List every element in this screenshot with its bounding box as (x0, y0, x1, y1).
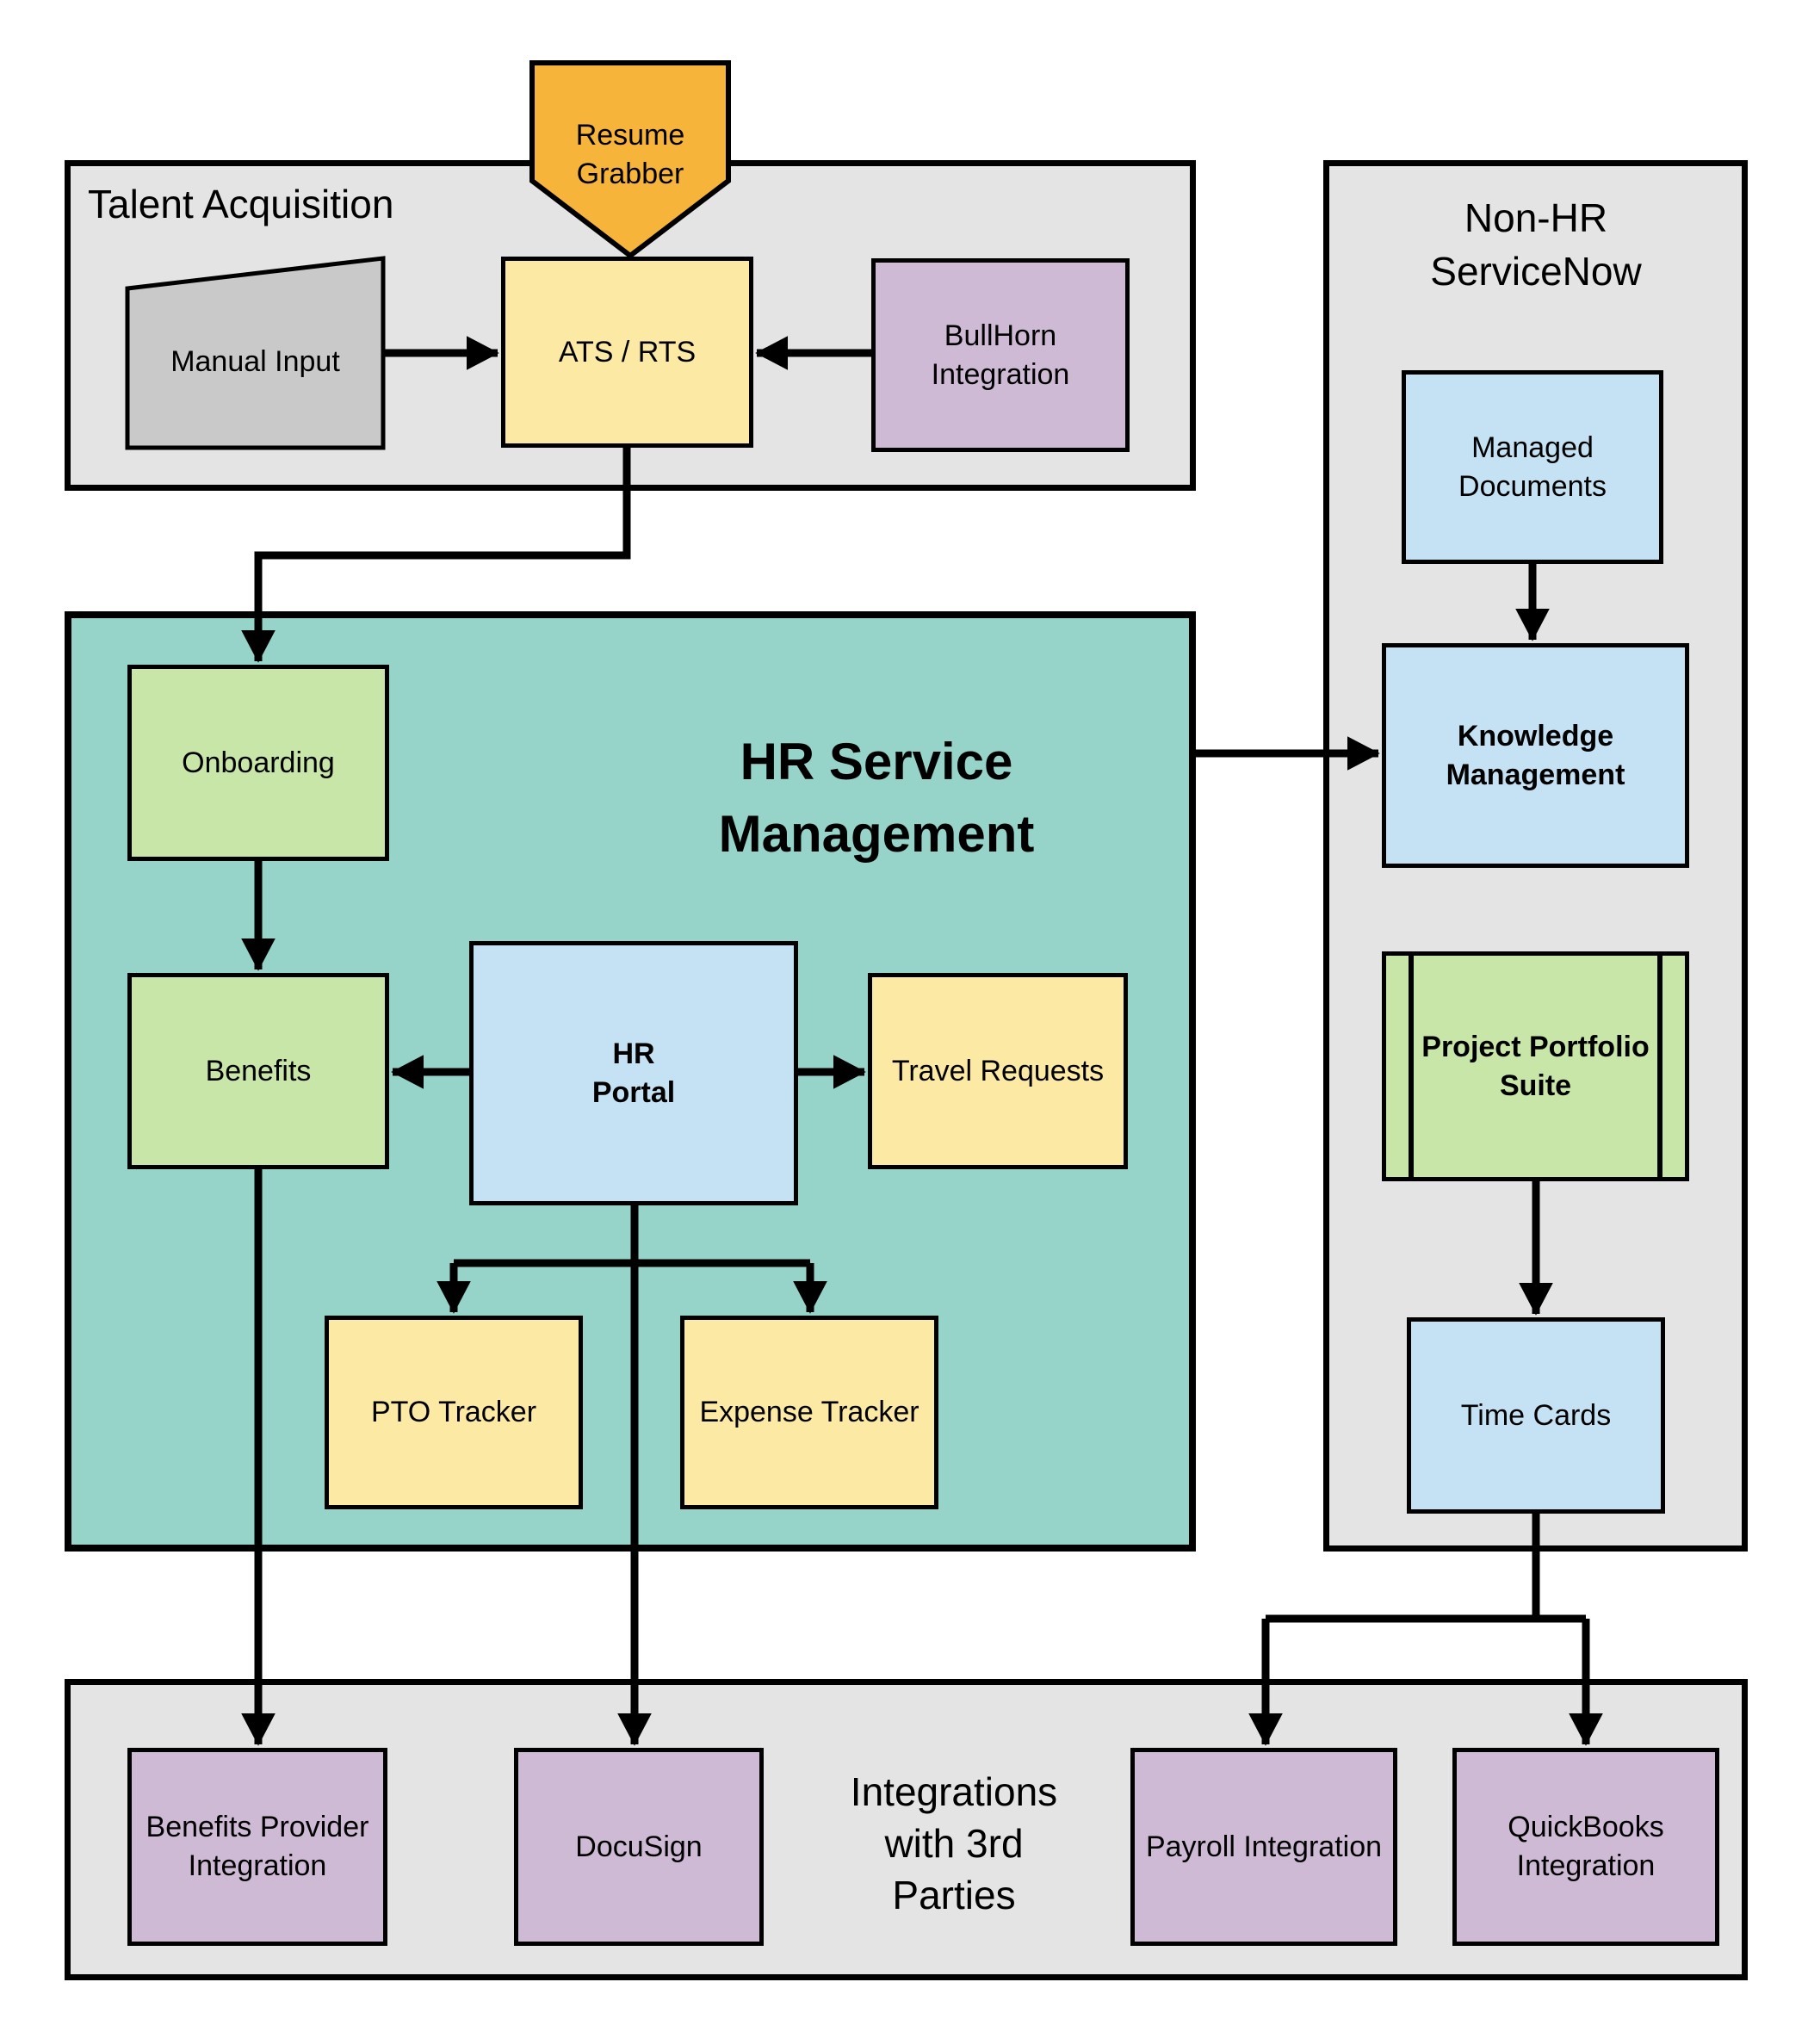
ats-rts-label: ATS / RTS (558, 335, 697, 369)
onboarding-node: Onboarding (127, 665, 389, 861)
manual-input-shape (125, 256, 386, 450)
integrations-title: Integrations with 3rd Parties (790, 1766, 1118, 1921)
project-portfolio-suite-label: Project Portfolio Suite (1421, 1030, 1650, 1102)
travel-requests-node: Travel Requests (868, 973, 1128, 1169)
non-hr-servicenow-title: Non-HR ServiceNow (1329, 191, 1743, 298)
resume-grabber-shape (529, 60, 731, 259)
time-cards-label: Time Cards (1460, 1398, 1612, 1432)
quickbooks-integration-node: QuickBooks Integration (1452, 1748, 1719, 1946)
pto-tracker-label: PTO Tracker (370, 1396, 537, 1429)
docusign-node: DocuSign (514, 1748, 764, 1946)
hr-portal-node: HR Portal (469, 941, 798, 1205)
pps-left-bar (1409, 956, 1414, 1177)
quickbooks-integration-label: QuickBooks Integration (1508, 1811, 1664, 1882)
bullhorn-integration-node: BullHorn Integration (871, 258, 1130, 452)
talent-acquisition-title: Talent Acquisition (88, 178, 393, 230)
benefits-provider-integration-node: Benefits Provider Integration (127, 1748, 387, 1946)
pps-right-bar (1657, 956, 1662, 1177)
knowledge-management-label: Knowledge Management (1446, 719, 1625, 791)
benefits-node: Benefits (127, 973, 389, 1169)
pto-tracker-node: PTO Tracker (325, 1316, 583, 1509)
expense-tracker-label: Expense Tracker (699, 1396, 919, 1429)
connectors (241, 336, 1603, 1746)
hr-service-management-title-text: HR Service Management (718, 733, 1035, 863)
bullhorn-integration-label: BullHorn Integration (931, 319, 1070, 391)
non-hr-servicenow-title-text: Non-HR ServiceNow (1430, 195, 1642, 294)
payroll-integration-node: Payroll Integration (1130, 1748, 1397, 1946)
benefits-provider-integration-label: Benefits Provider Integration (146, 1811, 369, 1882)
travel-requests-label: Travel Requests (891, 1054, 1105, 1087)
time-cards-node: Time Cards (1407, 1317, 1665, 1514)
integrations-title-text: Integrations with 3rd Parties (850, 1769, 1058, 1917)
resume-grabber-node: Resume Grabber (532, 63, 728, 247)
hr-service-management-title: HR Service Management (601, 726, 1152, 870)
docusign-label: DocuSign (575, 1830, 703, 1863)
payroll-integration-label: Payroll Integration (1145, 1830, 1383, 1863)
managed-documents-label: Managed Documents (1458, 430, 1607, 503)
talent-acquisition-title-text: Talent Acquisition (88, 182, 394, 226)
connector-ats-to-onboarding (241, 448, 631, 663)
expense-tracker-node: Expense Tracker (680, 1316, 938, 1509)
hr-portal-label: HR Portal (591, 1037, 676, 1109)
onboarding-label: Onboarding (182, 746, 335, 779)
manual-input-label: Manual Input (170, 344, 340, 378)
ats-rts-node: ATS / RTS (501, 257, 753, 448)
resume-grabber-label: Resume Grabber (575, 119, 685, 190)
benefits-label: Benefits (205, 1054, 312, 1087)
managed-documents-node: Managed Documents (1402, 370, 1663, 564)
project-portfolio-suite-node: Project Portfolio Suite (1382, 951, 1689, 1181)
knowledge-management-node: Knowledge Management (1382, 643, 1689, 868)
manual-input-node: Manual Input (127, 276, 383, 448)
